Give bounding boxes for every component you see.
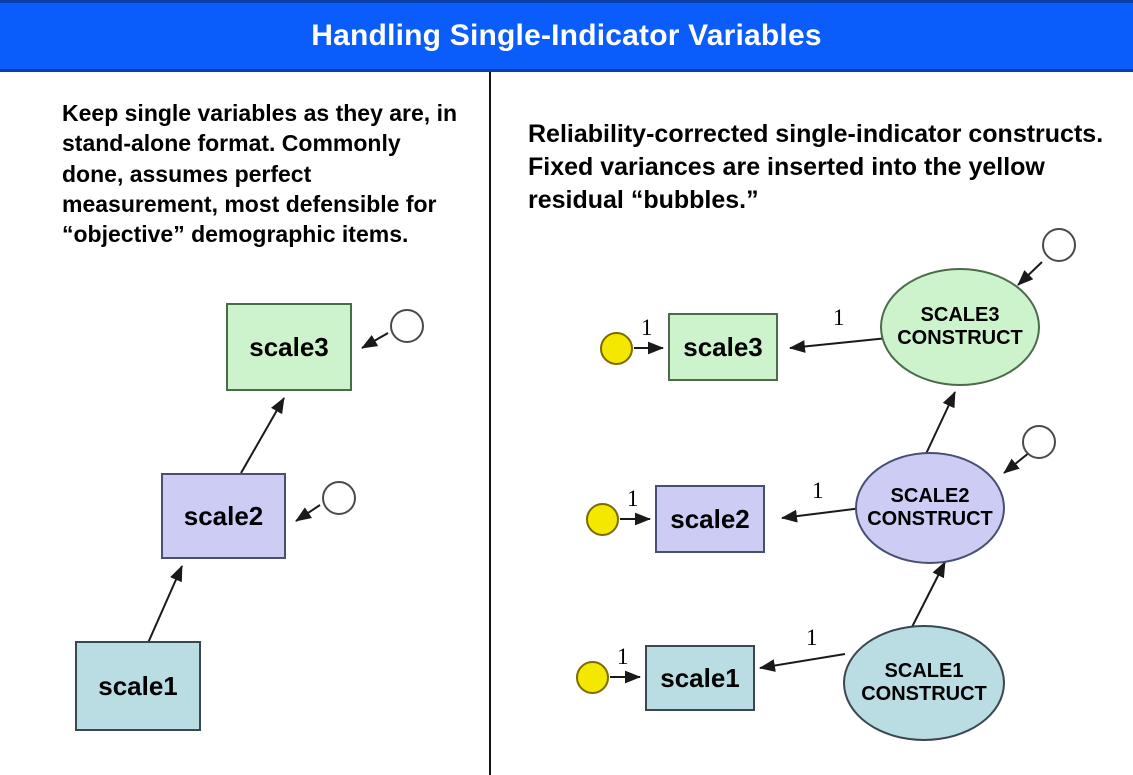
right-node-scale3-label: scale3: [683, 331, 763, 362]
edge-label-loading-scale3: 1: [833, 305, 845, 330]
edge-label-loading-scale1: 1: [806, 625, 818, 650]
edge-label-bubble-scale3: 1: [641, 315, 653, 340]
edge-scale1-to-scale2: [147, 565, 183, 644]
construct-scale2[interactable]: SCALE2 CONSTRUCT: [855, 452, 1005, 564]
left-column-paragraph: Keep single variables as they are, in st…: [62, 100, 458, 248]
left-node-scale3[interactable]: scale3: [226, 303, 352, 391]
edge-scale2-to-scale3: [240, 397, 285, 474]
left-node-scale1-label: scale1: [98, 670, 178, 701]
edge-construct2-to-scale2: [781, 507, 863, 523]
edge-label-bubble-scale1: 1: [617, 644, 629, 669]
edge-construct3-to-scale3: [789, 337, 889, 353]
edge-label-loading-scale2: 1: [812, 478, 824, 503]
edge-residual-to-scale3-left: [361, 332, 389, 349]
left-residual-circle-scale2[interactable]: [322, 481, 356, 515]
construct-scale1[interactable]: SCALE1 CONSTRUCT: [843, 625, 1005, 741]
construct-scale3-line2: CONSTRUCT: [897, 327, 1023, 349]
right-node-scale3[interactable]: scale3: [668, 313, 778, 381]
construct-scale1-line2: CONSTRUCT: [861, 683, 987, 705]
left-residual-circle-scale3[interactable]: [390, 309, 424, 343]
edge-construct2-to-construct3: [924, 391, 956, 457]
page-title: Handling Single-Indicator Variables: [311, 19, 822, 52]
column-divider: [489, 72, 491, 775]
construct-scale2-line2: CONSTRUCT: [867, 508, 993, 530]
variance-bubble-scale2[interactable]: [586, 503, 619, 536]
right-residual-circle-construct3[interactable]: [1042, 228, 1076, 262]
left-node-scale3-label: scale3: [249, 331, 329, 362]
construct-scale1-line1: SCALE1: [884, 660, 964, 683]
edge-residual-to-construct2: [1003, 451, 1031, 474]
right-node-scale1[interactable]: scale1: [645, 645, 755, 711]
left-node-scale2-label: scale2: [183, 500, 264, 531]
edge-residual-to-construct3: [1017, 261, 1043, 286]
left-node-scale1[interactable]: scale1: [75, 641, 201, 731]
variance-bubble-scale1[interactable]: [576, 661, 609, 694]
variance-bubble-scale3[interactable]: [600, 332, 633, 365]
left-node-scale2[interactable]: scale2: [161, 473, 286, 559]
right-node-scale2-label: scale2: [670, 503, 750, 534]
right-node-scale2[interactable]: scale2: [655, 485, 765, 553]
construct-scale3-line1: SCALE3: [920, 304, 1000, 327]
edge-construct1-to-scale1: [759, 653, 846, 672]
right-residual-circle-construct2[interactable]: [1022, 425, 1056, 459]
right-column-paragraph: Reliability-corrected single-indicator c…: [528, 120, 1104, 214]
right-node-scale1-label: scale1: [660, 662, 740, 693]
slide-title-bar: Handling Single-Indicator Variables: [0, 0, 1133, 72]
construct-scale2-line1: SCALE2: [890, 485, 970, 508]
edge-construct1-to-construct2: [911, 561, 946, 628]
edge-residual-to-scale2-left: [295, 504, 321, 522]
construct-scale3[interactable]: SCALE3 CONSTRUCT: [880, 268, 1040, 386]
edge-label-bubble-scale2: 1: [627, 486, 639, 511]
